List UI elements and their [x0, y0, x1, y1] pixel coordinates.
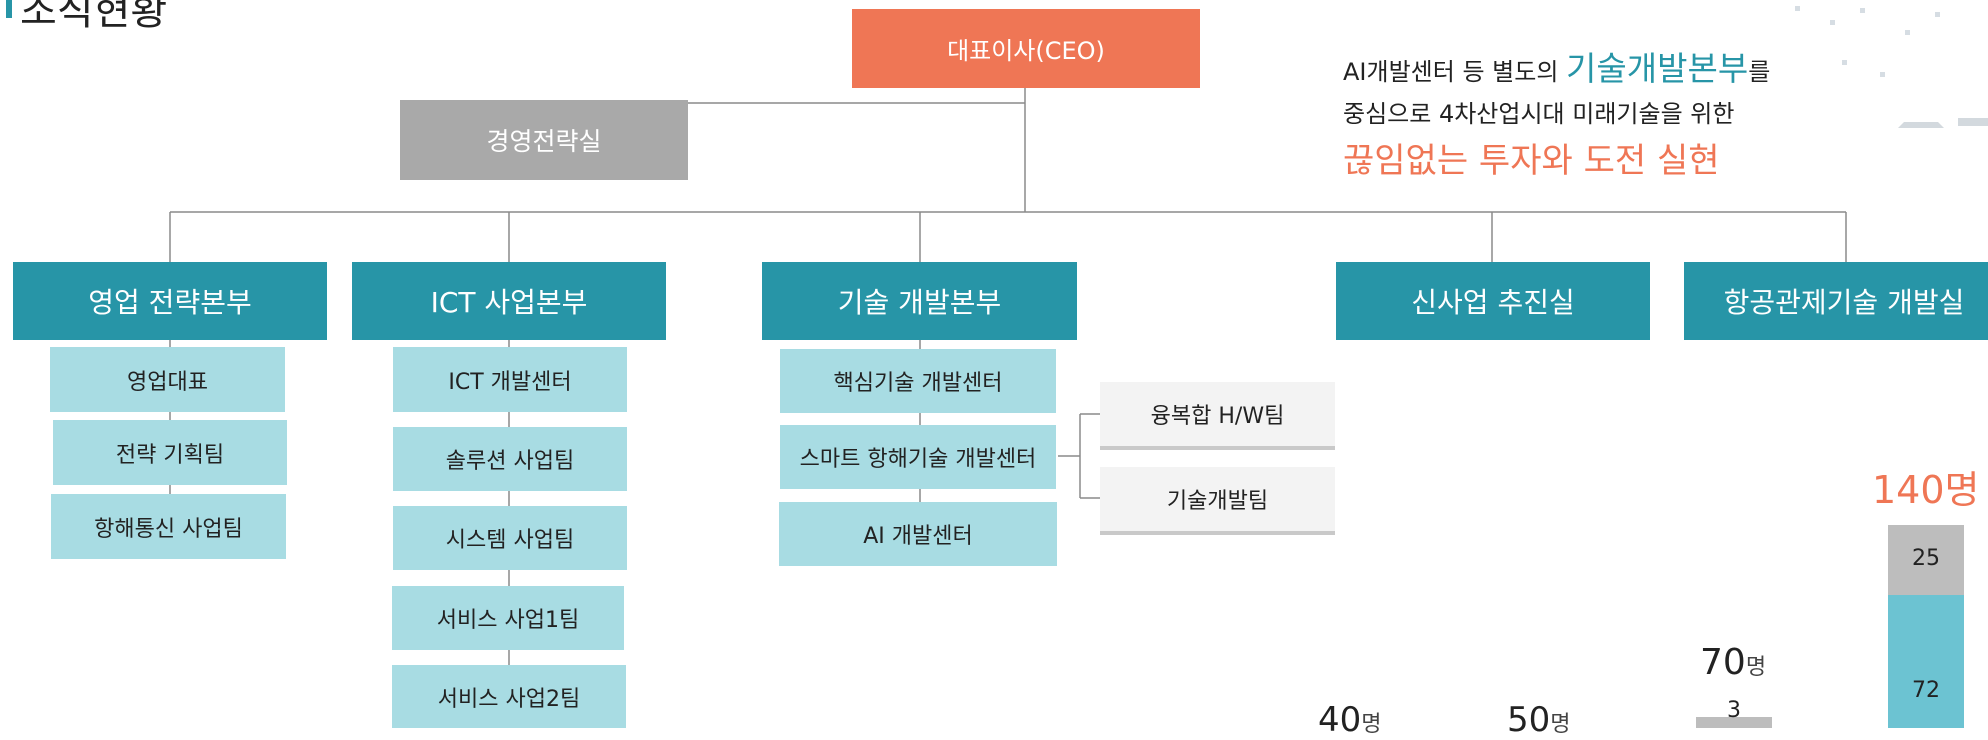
page-title: 조직현황 [20, 0, 168, 34]
title-accent-bar [6, 0, 12, 18]
decorative-dot [1795, 6, 1800, 11]
team-core-tech-center: 핵심기술 개발센터 [780, 349, 1056, 413]
team-ict-dev-center: ICT 개발센터 [393, 347, 627, 412]
subteam-tech-dev: 기술개발팀 [1100, 467, 1335, 535]
division-ict: ICT 사업본부 [352, 262, 666, 340]
ship-icon [1958, 104, 1988, 126]
team-system: 시스템 사업팀 [393, 506, 627, 570]
division-sales-strategy: 영업 전략본부 [13, 262, 327, 340]
decorative-dot [1830, 20, 1835, 25]
decorative-dot [1905, 30, 1910, 35]
team-sales-rep: 영업대표 [50, 347, 285, 412]
team-smart-nav-center: 스마트 항해기술 개발센터 [780, 425, 1056, 489]
bar-140-segment-label-teal: 72 [1912, 678, 1940, 703]
slogan-highlight: 기술개발본부 [1566, 49, 1749, 88]
decorative-dot [1880, 72, 1885, 77]
bar-total-40-value: 40 [1318, 700, 1362, 740]
bar-total-50: 50명 [1507, 700, 1571, 740]
division-new-business: 신사업 추진실 [1336, 262, 1650, 340]
bar-70-segment-top [1696, 717, 1772, 728]
bar-total-50-unit: 명 [1550, 712, 1571, 737]
bar-total-40: 40명 [1318, 700, 1382, 740]
bar-140-segment-gray [1888, 525, 1964, 595]
bar-140-segment-label-gray: 25 [1912, 546, 1940, 571]
bar-total-140: 140명 [1872, 459, 1980, 514]
bar-total-50-value: 50 [1507, 700, 1551, 740]
bar-total-140-value: 140 [1872, 468, 1945, 512]
decorative-dot [1935, 12, 1940, 17]
decorative-dot [1860, 8, 1865, 13]
team-ai-dev-center: AI 개발센터 [779, 502, 1057, 566]
team-strategy-planning: 전략 기획팀 [53, 420, 287, 485]
team-solution: 솔루션 사업팀 [393, 427, 627, 491]
bar-total-140-unit: 명 [1944, 468, 1980, 512]
bar-total-70-unit: 명 [1745, 655, 1767, 680]
bar-total-40-unit: 명 [1361, 712, 1382, 737]
team-nav-comm: 항해통신 사업팀 [51, 494, 286, 559]
slogan-line-1-pre: AI개발센터 등 별도의 [1343, 58, 1567, 86]
division-tech-dev: 기술 개발본부 [762, 262, 1077, 340]
slogan-line-3: 끊임없는 투자와 도전 실현 [1343, 141, 1720, 181]
bar-70-segment-label: 3 [1727, 698, 1741, 723]
bar-total-70: 70명 [1700, 642, 1766, 683]
bar-total-70-value: 70 [1700, 642, 1746, 683]
staff-office-box: 경영전략실 [400, 100, 688, 180]
subteam-convergence-hw: 융복합 H/W팀 [1100, 382, 1335, 450]
slogan-line-2: 중심으로 4차산업시대 미래기술을 위한 [1343, 100, 1735, 128]
slogan-line-1-post: 를 [1748, 58, 1771, 86]
ceo-box: 대표이사(CEO) [852, 9, 1200, 88]
bar-140-segment-teal [1888, 595, 1964, 728]
slogan-line-1: AI개발센터 등 별도의 기술개발본부를 [1343, 42, 1770, 90]
team-service-2: 서비스 사업2팀 [392, 665, 626, 728]
ship-icon [1898, 112, 1944, 128]
decorative-dot [1842, 60, 1847, 65]
team-service-1: 서비스 사업1팀 [392, 586, 624, 650]
division-atc-tech: 항공관제기술 개발실 [1684, 262, 1988, 340]
